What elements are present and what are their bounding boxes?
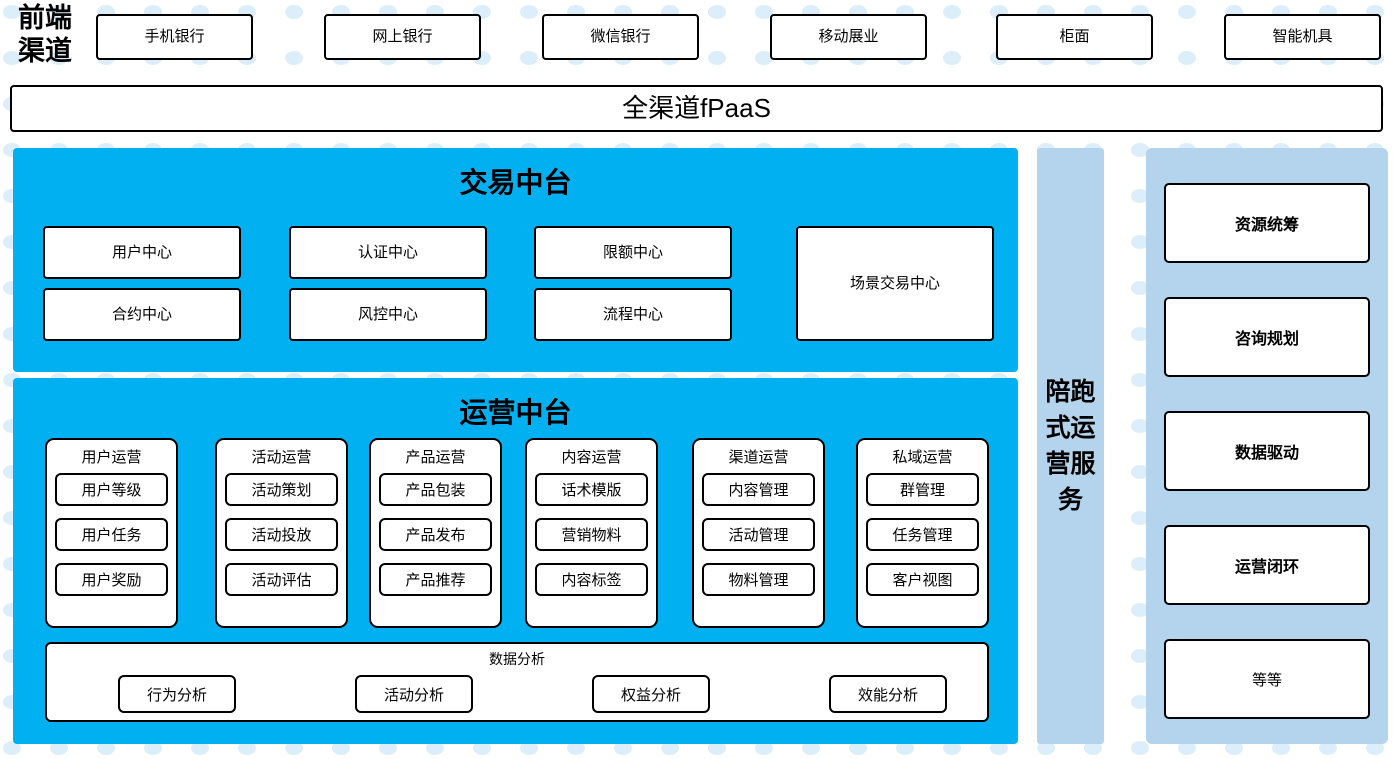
trade-box-limit-center[interactable]: 限额中心 <box>534 226 732 279</box>
operation-item[interactable]: 活动评估 <box>225 563 338 596</box>
data-analysis-item[interactable]: 活动分析 <box>355 675 473 713</box>
channel-box-wechat-bank[interactable]: 微信银行 <box>542 14 699 60</box>
operation-column-activity: 活动运营 活动策划 活动投放 活动评估 <box>215 438 348 628</box>
operation-item[interactable]: 物料管理 <box>702 563 815 596</box>
data-analysis-panel: 数据分析 行为分析 活动分析 权益分析 效能分析 <box>45 642 989 722</box>
operation-item[interactable]: 内容管理 <box>702 473 815 506</box>
operation-center-panel: 运营中台 用户运营 用户等级 用户任务 用户奖励 活动运营 活动策划 活动投放 … <box>13 378 1018 744</box>
accompanying-operation-service-label: 陪跑式运营服务 <box>1045 378 1096 514</box>
front-channel-label: 前端 渠道 <box>6 2 84 68</box>
operation-item[interactable]: 产品发布 <box>379 518 492 551</box>
operation-item[interactable]: 用户等级 <box>55 473 168 506</box>
front-channel-label-line-1: 前端 <box>18 3 72 33</box>
right-service-sidebar: 资源统筹 咨询规划 数据驱动 运营闭环 等等 <box>1146 148 1388 744</box>
sidebar-item-data-driven[interactable]: 数据驱动 <box>1164 411 1370 491</box>
channel-box-counter[interactable]: 柜面 <box>996 14 1153 60</box>
operation-column-title: 私域运营 <box>892 449 953 466</box>
operation-column-title: 用户运营 <box>81 449 142 466</box>
trade-box-process-center[interactable]: 流程中心 <box>534 288 732 341</box>
operation-item[interactable]: 产品推荐 <box>379 563 492 596</box>
sidebar-item-operation-closed-loop[interactable]: 运营闭环 <box>1164 525 1370 605</box>
trade-center-panel: 交易中台 用户中心 认证中心 限额中心 合约中心 风控中心 流程中心 场景交易中… <box>13 148 1018 372</box>
fpaas-bar[interactable]: 全渠道fPaaS <box>10 85 1383 132</box>
operation-column-content: 内容运营 话术模版 营销物料 内容标签 <box>525 438 658 628</box>
trade-box-auth-center[interactable]: 认证中心 <box>289 226 487 279</box>
operation-column-title: 渠道运营 <box>728 449 789 466</box>
trade-center-title: 交易中台 <box>459 167 572 198</box>
operation-column-channel: 渠道运营 内容管理 活动管理 物料管理 <box>692 438 825 628</box>
operation-item[interactable]: 活动管理 <box>702 518 815 551</box>
operation-column-user: 用户运营 用户等级 用户任务 用户奖励 <box>45 438 178 628</box>
data-analysis-item[interactable]: 效能分析 <box>829 675 947 713</box>
operation-item[interactable]: 群管理 <box>866 473 979 506</box>
sidebar-item-resource-coordination[interactable]: 资源统筹 <box>1164 183 1370 263</box>
accompanying-operation-service-column: 陪跑式运营服务 <box>1037 148 1104 744</box>
operation-item[interactable]: 活动投放 <box>225 518 338 551</box>
data-analysis-item[interactable]: 权益分析 <box>592 675 710 713</box>
channel-box-mobile-bank[interactable]: 手机银行 <box>96 14 253 60</box>
operation-item[interactable]: 用户任务 <box>55 518 168 551</box>
operation-item[interactable]: 内容标签 <box>535 563 648 596</box>
operation-item[interactable]: 客户视图 <box>866 563 979 596</box>
data-analysis-title: 数据分析 <box>489 651 545 667</box>
trade-box-scene-transaction-center[interactable]: 场景交易中心 <box>796 226 994 341</box>
operation-item[interactable]: 用户奖励 <box>55 563 168 596</box>
channel-box-online-bank[interactable]: 网上银行 <box>324 14 481 60</box>
channel-box-smart-machine[interactable]: 智能机具 <box>1224 14 1381 60</box>
operation-item[interactable]: 话术模版 <box>535 473 648 506</box>
operation-column-private-domain: 私域运营 群管理 任务管理 客户视图 <box>856 438 989 628</box>
sidebar-item-etc[interactable]: 等等 <box>1164 639 1370 719</box>
operation-column-title: 产品运营 <box>405 449 466 466</box>
operation-column-product: 产品运营 产品包装 产品发布 产品推荐 <box>369 438 502 628</box>
channel-box-mobile-business[interactable]: 移动展业 <box>770 14 927 60</box>
operation-column-title: 内容运营 <box>561 449 622 466</box>
operation-column-title: 活动运营 <box>251 449 312 466</box>
front-channel-label-line-2: 渠道 <box>18 36 72 66</box>
data-analysis-item[interactable]: 行为分析 <box>118 675 236 713</box>
sidebar-item-consulting-planning[interactable]: 咨询规划 <box>1164 297 1370 377</box>
trade-box-risk-center[interactable]: 风控中心 <box>289 288 487 341</box>
trade-box-contract-center[interactable]: 合约中心 <box>43 288 241 341</box>
trade-box-user-center[interactable]: 用户中心 <box>43 226 241 279</box>
operation-item[interactable]: 活动策划 <box>225 473 338 506</box>
operation-item[interactable]: 产品包装 <box>379 473 492 506</box>
operation-item[interactable]: 任务管理 <box>866 518 979 551</box>
operation-center-title: 运营中台 <box>459 397 572 428</box>
operation-item[interactable]: 营销物料 <box>535 518 648 551</box>
